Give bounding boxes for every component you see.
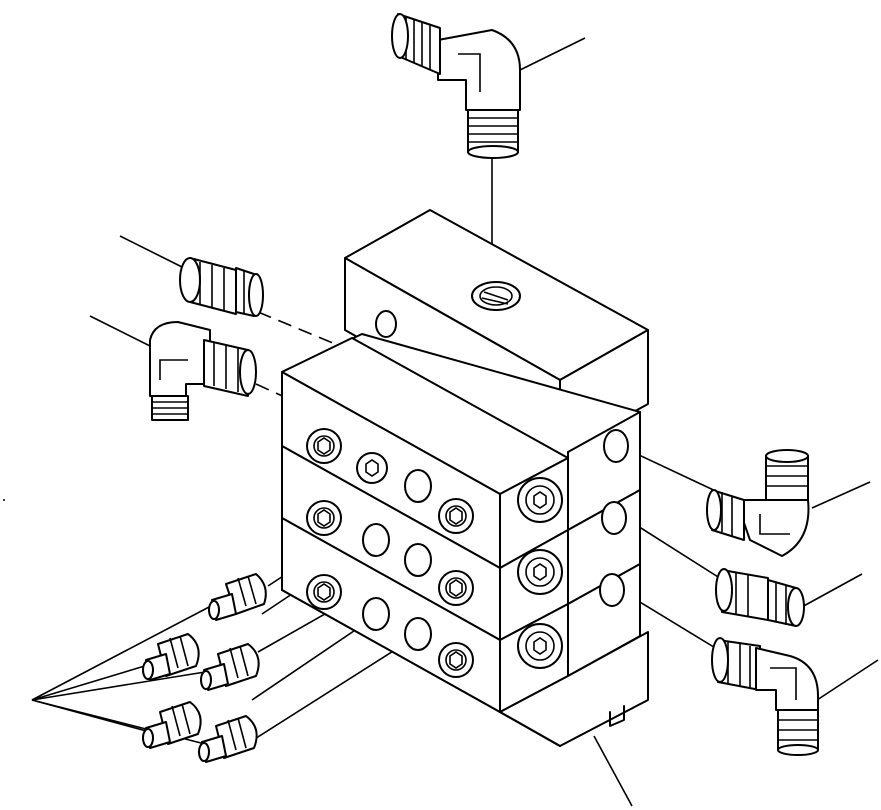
- nut-fitting-icon: [198, 715, 258, 763]
- elbow-fitting-top-icon: [391, 13, 521, 159]
- socket-plug-icon: [306, 428, 342, 464]
- socket-plugs: [306, 428, 629, 678]
- elbow-fitting-right-bottom-icon: [711, 637, 819, 756]
- side-port: [601, 501, 627, 535]
- socket-plug-icon: [356, 452, 388, 484]
- nut-fitting-icon: [142, 633, 200, 681]
- outlet-port: [404, 469, 432, 503]
- side-port: [599, 573, 625, 607]
- straight-connector-left-icon: [179, 257, 264, 317]
- elbow-fitting-right-top-icon: [706, 449, 810, 557]
- nut-fittings: [142, 573, 267, 763]
- end-cap-icon: [517, 477, 563, 523]
- straight-connector-right-icon: [715, 568, 805, 627]
- side-port: [603, 429, 629, 463]
- outlet-port: [362, 523, 390, 557]
- socket-plug-icon: [438, 498, 474, 534]
- end-cap-icon: [517, 549, 563, 595]
- mounting-hole-left: [375, 310, 397, 338]
- socket-plug-icon: [438, 642, 474, 678]
- outlet-port: [404, 543, 432, 577]
- outlet-port: [362, 597, 390, 631]
- nut-fitting-icon: [142, 701, 202, 749]
- end-cap-icon: [517, 623, 563, 669]
- socket-plug-icon: [306, 500, 342, 536]
- elbow-fitting-left-icon: [149, 321, 257, 421]
- end-cap-plugs: [517, 477, 563, 669]
- nut-fitting-icon: [200, 643, 260, 691]
- outlet-port: [404, 617, 432, 651]
- nut-fitting-icon: [208, 573, 267, 621]
- socket-plug-icon: [306, 574, 342, 610]
- socket-plug-icon: [438, 570, 474, 606]
